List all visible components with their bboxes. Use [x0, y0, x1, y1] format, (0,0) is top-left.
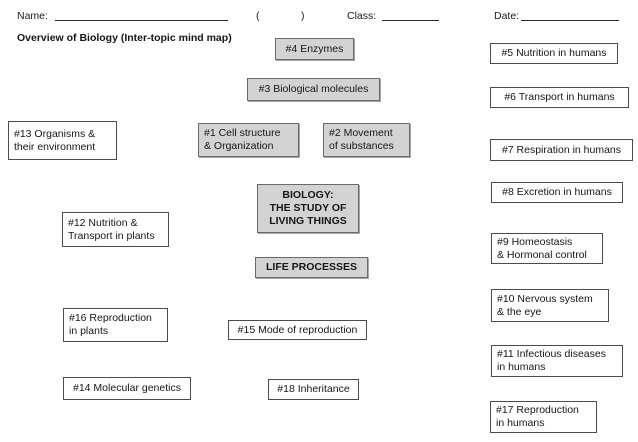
topic-box-7-respiration-humans: #7 Respiration in humans [490, 139, 633, 161]
topic-box-11-infectious-diseases: #11 Infectious diseases in humans [491, 345, 623, 377]
topic-box-2-movement-of-substances: #2 Movement of substances [323, 123, 410, 157]
paren-open: ( [256, 10, 260, 22]
topic-box-12-nutrition-transport-plants: #12 Nutrition & Transport in plants [62, 212, 169, 247]
page-title: Overview of Biology (Inter-topic mind ma… [17, 32, 232, 44]
topic-box-18-inheritance: #18 Inheritance [268, 379, 359, 400]
class-blank-line [382, 9, 439, 21]
date-label: Date: [494, 10, 520, 22]
center-box-biology: BIOLOGY: THE STUDY OF LIVING THINGS [257, 184, 359, 233]
name-blank-line [55, 9, 228, 21]
topic-box-14-molecular-genetics: #14 Molecular genetics [63, 377, 191, 400]
topic-box-3-biological-molecules: #3 Biological molecules [247, 78, 380, 101]
topic-box-9-homeostasis-hormonal: #9 Homeostasis & Hormonal control [491, 233, 603, 264]
topic-box-16-reproduction-plants: #16 Reproduction in plants [63, 308, 168, 342]
topic-box-15-mode-of-reproduction: #15 Mode of reproduction [228, 320, 367, 340]
topic-box-6-transport-humans: #6 Transport in humans [490, 87, 629, 108]
name-label: Name: [17, 10, 48, 22]
topic-box-17-reproduction-humans: #17 Reproduction in humans [490, 401, 597, 433]
class-label: Class: [347, 10, 377, 22]
topic-box-13-organisms-environment: #13 Organisms & their environment [8, 121, 117, 160]
topic-box-8-excretion-humans: #8 Excretion in humans [491, 182, 623, 203]
topic-box-10-nervous-system-eye: #10 Nervous system & the eye [491, 289, 609, 322]
paren-close: ) [301, 10, 305, 22]
date-blank-line [521, 9, 619, 21]
topic-box-4-enzymes: #4 Enzymes [275, 38, 354, 60]
center-box-life-processes: LIFE PROCESSES [255, 257, 368, 278]
topic-box-5-nutrition-humans: #5 Nutrition in humans [490, 43, 618, 64]
topic-box-1-cell-structure: #1 Cell structure & Organization [198, 123, 299, 157]
